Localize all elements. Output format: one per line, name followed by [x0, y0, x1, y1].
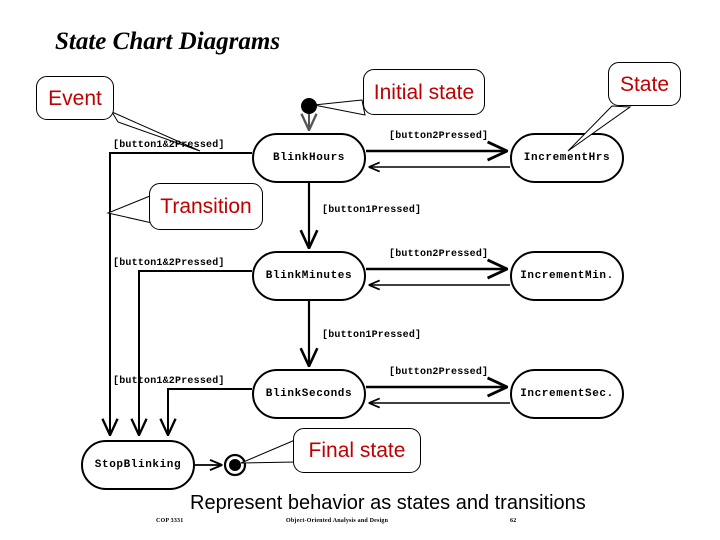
slide-tagline: Represent behavior as states and transit…	[190, 492, 586, 514]
state-node-blink-hours[interactable]	[252, 133, 366, 183]
guard-label-button2-pressed-seconds: [button2Pressed]	[389, 367, 489, 378]
guard-label-button12-pressed-hours: [button1&2Pressed]	[113, 140, 225, 151]
state-label-increment-hrs: IncrementHrs	[523, 152, 611, 164]
state-node-increment-sec[interactable]	[510, 369, 624, 419]
callout-state: State	[608, 62, 681, 106]
footer-page-number: 62	[510, 518, 517, 524]
transition-blink-seconds-to-stop-blinking	[168, 388, 252, 435]
state-node-stop-blinking[interactable]	[81, 440, 195, 490]
state-label-blink-hours: BlinkHours	[272, 152, 346, 164]
footer-course-code: COP 3331	[156, 518, 184, 524]
callout-tail-initial	[313, 99, 366, 116]
guard-label-button1-pressed-hours: [button1Pressed]	[322, 205, 422, 216]
transition-blink-minutes-to-stop-blinking	[139, 270, 252, 435]
state-node-blink-seconds[interactable]	[252, 369, 366, 419]
state-node-increment-hrs[interactable]	[510, 133, 624, 183]
guard-label-button12-pressed-seconds: [button1&2Pressed]	[113, 376, 225, 387]
state-label-increment-min: IncrementMin.	[520, 270, 614, 282]
state-node-blink-minutes[interactable]	[252, 251, 366, 301]
callout-tail-final	[240, 439, 297, 464]
state-label-increment-sec: IncrementSec.	[520, 388, 614, 400]
callout-event: Event	[36, 76, 114, 120]
footer-subject: Object-Oriented Analysis and Design	[286, 518, 389, 524]
guard-label-button2-pressed-minutes: [button2Pressed]	[389, 249, 489, 260]
callout-tail-transition	[106, 195, 153, 224]
callout-initial-state: Initial state	[363, 69, 485, 115]
transition-blink-hours-to-stop-blinking	[110, 152, 252, 435]
guard-label-button2-pressed-hours: [button2Pressed]	[389, 131, 489, 142]
final-state-marker	[223, 453, 247, 477]
state-label-stop-blinking: StopBlinking	[94, 459, 182, 471]
callout-transition: Transition	[149, 183, 263, 230]
callout-final-state: Final state	[293, 428, 421, 473]
state-node-increment-min[interactable]	[510, 251, 624, 301]
state-label-blink-minutes: BlinkMinutes	[265, 270, 353, 282]
slide-title: State Chart Diagrams	[55, 28, 281, 55]
initial-state-marker	[301, 98, 317, 130]
state-label-blink-seconds: BlinkSeconds	[265, 388, 353, 400]
guard-label-button12-pressed-minutes: [button1&2Pressed]	[113, 258, 225, 269]
callout-tail-event	[110, 110, 201, 152]
guard-label-button1-pressed-minutes: [button1Pressed]	[322, 330, 422, 341]
callout-tail-state	[567, 105, 632, 152]
